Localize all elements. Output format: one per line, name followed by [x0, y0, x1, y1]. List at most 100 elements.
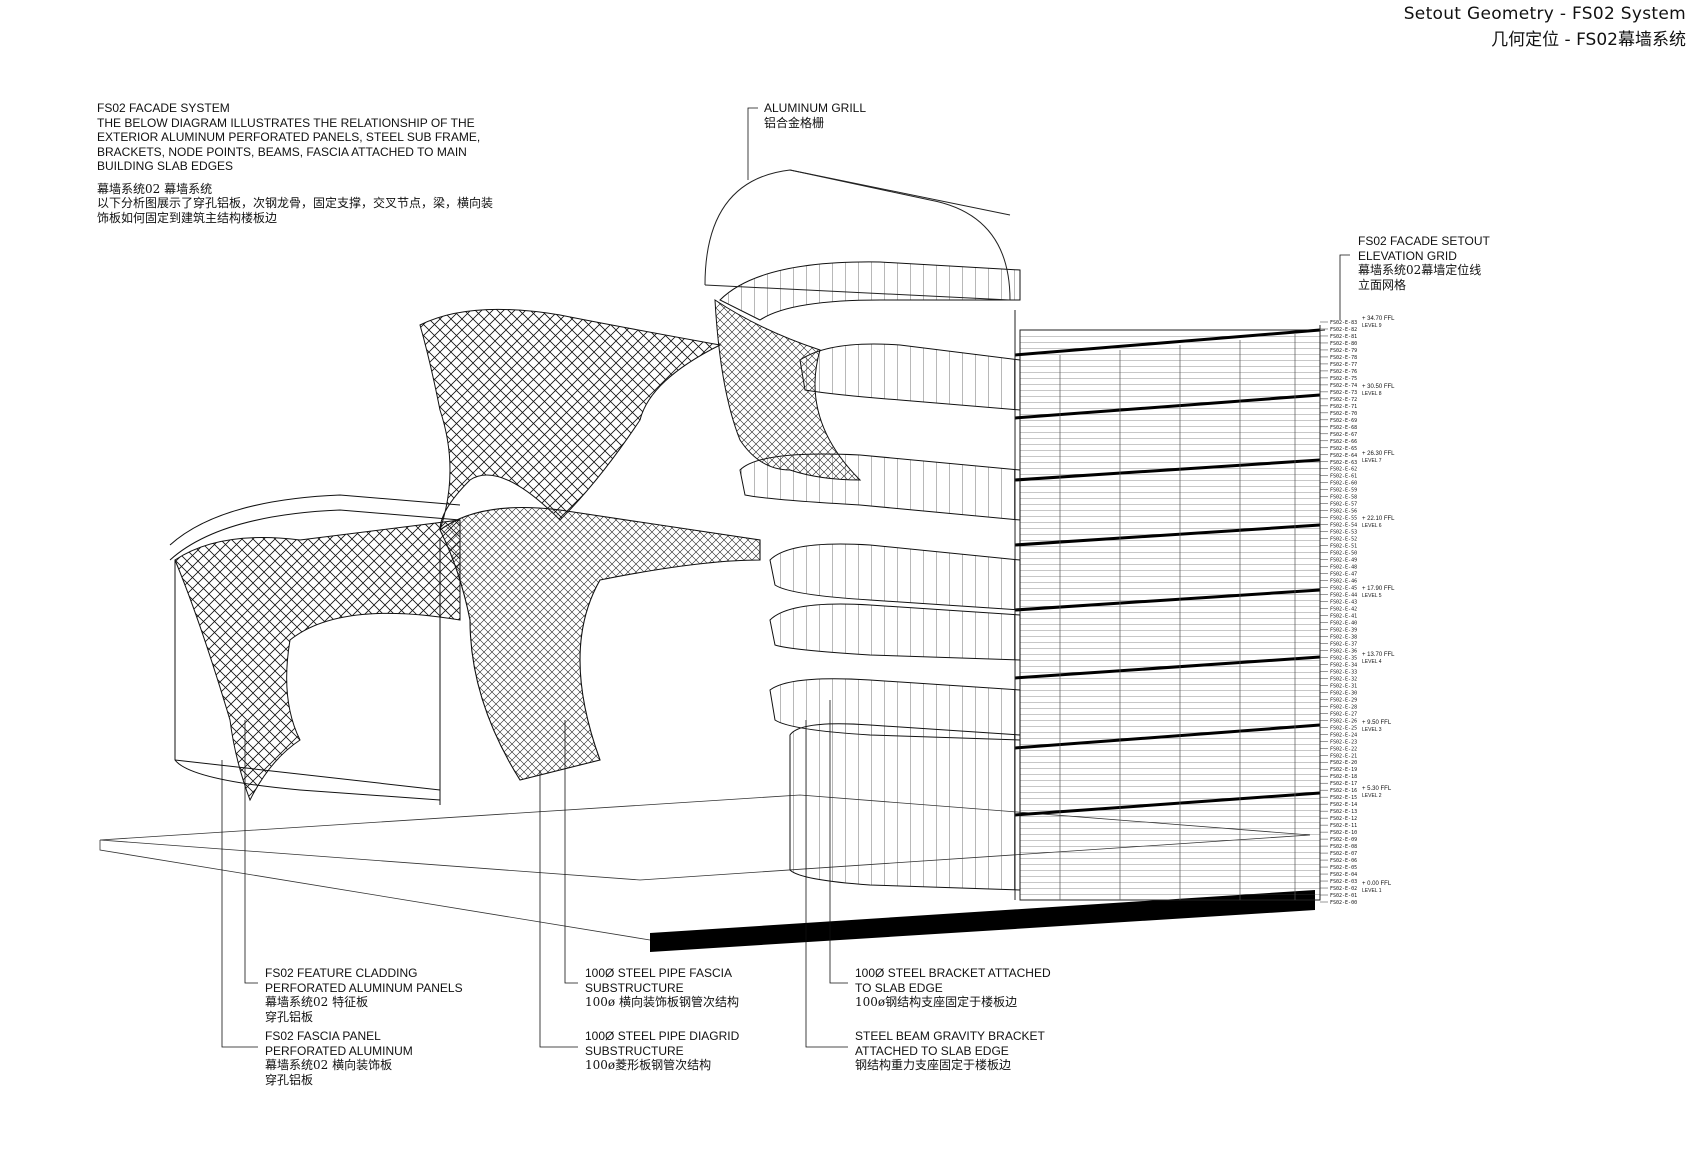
diagrid-lower-left [174, 519, 461, 802]
leader-lines [221, 107, 1350, 1048]
grid-label: FS02-E-06 [1330, 858, 1357, 864]
grid-label: FS02-E-42 [1330, 607, 1357, 613]
ground-plane-lower [99, 840, 651, 941]
level-name: LEVEL 9 [1362, 323, 1382, 329]
grid-label: FS02-E-81 [1330, 334, 1357, 340]
grid-label: FS02-E-32 [1330, 676, 1357, 682]
intro-line: THE BELOW DIAGRAM ILLUSTRATES THE RELATI… [97, 115, 475, 130]
grid-label: FS02-E-73 [1330, 390, 1357, 396]
label-en: TO SLAB EDGE [855, 980, 943, 995]
level-name: LEVEL 1 [1362, 888, 1382, 894]
elevation-grid: FS02-E-83FS02-E-82FS02-E-81FS02-E-80FS02… [1320, 316, 1395, 906]
grid-label: FS02-E-67 [1330, 432, 1357, 438]
intro-line: BUILDING SLAB EDGES [97, 159, 234, 173]
grid-label: FS02-E-62 [1330, 467, 1357, 473]
grid-label: FS02-E-72 [1330, 397, 1357, 403]
grid-label: FS02-E-01 [1330, 893, 1357, 899]
grid-label: FS02-E-59 [1330, 488, 1357, 494]
level-ffl: + 26.30 FFL [1362, 451, 1395, 457]
fascia-bands [719, 261, 1021, 891]
grid-label: FS02-E-66 [1330, 439, 1357, 445]
main-building-block [1014, 310, 1326, 901]
grid-label: FS02-E-51 [1330, 544, 1357, 550]
label-en: PERFORATED ALUMINUM [265, 1043, 413, 1058]
label-en: STEEL BEAM GRAVITY BRACKET [855, 1029, 1045, 1043]
label-en: FS02 FASCIA PANEL [265, 1029, 381, 1043]
grid-label: FS02-E-21 [1330, 753, 1357, 759]
label-gravity-bracket: STEEL BEAM GRAVITY BRACKET ATTACHED TO S… [855, 1029, 1045, 1073]
grid-label: FS02-E-39 [1330, 627, 1357, 633]
grid-label: FS02-E-48 [1330, 565, 1357, 571]
intro-cn-line: 饰板如何固定到建筑主结构楼板边 [97, 210, 278, 225]
level-ffl: + 22.10 FFL [1362, 516, 1395, 522]
grid-label: FS02-E-57 [1330, 502, 1357, 508]
level-ffl: + 0.00 FFL [1362, 881, 1392, 887]
grid-label: FS02-E-12 [1330, 816, 1357, 822]
grid-label: FS02-E-18 [1330, 774, 1357, 780]
grid-label: FS02-E-64 [1330, 453, 1357, 459]
grid-label: FS02-E-15 [1330, 795, 1357, 801]
label-pipe-fascia: 100ø STEEL PIPE FASCIA SUBSTRUCTURE 100ø… [585, 966, 739, 1010]
label-facade-setout-grid: FS02 FACADE SETOUT ELEVATION GRID 幕墙系统02… [1358, 234, 1490, 292]
grid-label: FS02-E-28 [1330, 704, 1357, 710]
grid-label: FS02-E-71 [1330, 404, 1357, 410]
level-ffl: + 34.70 FFL [1362, 316, 1395, 322]
intro-line: EXTERIOR ALUMINUM PERFORATED PANELS, STE… [97, 130, 481, 144]
level-name: LEVEL 4 [1362, 659, 1382, 665]
grid-label: FS02-E-41 [1330, 613, 1357, 619]
level-name: LEVEL 8 [1362, 391, 1382, 397]
grid-label: FS02-E-27 [1330, 711, 1357, 717]
grid-label: FS02-E-47 [1330, 572, 1357, 578]
label-cn: 立面网格 [1358, 277, 1407, 292]
grid-label: FS02-E-23 [1330, 739, 1357, 745]
grid-label: FS02-E-50 [1330, 551, 1357, 557]
grid-label: FS02-E-10 [1330, 830, 1357, 836]
intro-heading: FS02 FACADE SYSTEM [97, 101, 230, 115]
level-name: LEVEL 7 [1362, 458, 1382, 464]
grid-label: FS02-E-54 [1330, 523, 1357, 529]
grid-label: FS02-E-31 [1330, 683, 1357, 689]
grid-label: FS02-E-46 [1330, 579, 1357, 585]
label-en: FS02 FACADE SETOUT [1358, 234, 1490, 248]
level-name: LEVEL 3 [1362, 727, 1382, 733]
intro-line: BRACKETS, NODE POINTS, BEAMS, FASCIA ATT… [97, 144, 467, 159]
level-ffl: + 13.70 FFL [1362, 652, 1395, 658]
grid-label: FS02-E-09 [1330, 837, 1357, 843]
grid-label: FS02-E-52 [1330, 537, 1357, 543]
grid-label: FS02-E-69 [1330, 418, 1357, 424]
grid-label: FS02-E-63 [1330, 460, 1357, 466]
level-ffl: + 9.50 FFL [1362, 720, 1392, 726]
grid-label: FS02-E-26 [1330, 718, 1357, 724]
label-en: SUBSTRUCTURE [585, 1043, 684, 1058]
label-cn: 钢结构重力支座固定于楼板边 [855, 1058, 1012, 1072]
grid-label: FS02-E-61 [1330, 474, 1357, 480]
grid-label: FS02-E-24 [1330, 732, 1357, 738]
level-name: LEVEL 5 [1362, 593, 1382, 599]
grid-label: FS02-E-16 [1330, 788, 1357, 794]
grid-label: FS02-E-08 [1330, 844, 1357, 850]
drawing-title-cn: 几何定位 - FS02幕墙系统 [1491, 30, 1686, 50]
level-ffl: + 5.30 FFL [1362, 786, 1392, 792]
grid-label: FS02-E-80 [1330, 341, 1357, 347]
grid-label: FS02-E-74 [1330, 383, 1357, 389]
grid-label: FS02-E-38 [1330, 634, 1357, 640]
grid-label: FS02-E-58 [1330, 495, 1357, 501]
label-feature-cladding: FS02 FEATURE CLADDING PERFORATED ALUMINU… [265, 966, 463, 1024]
label-en: 100ø STEEL BRACKET ATTACHED [855, 966, 1051, 980]
grid-label: FS02-E-02 [1330, 886, 1357, 892]
grid-label: FS02-E-30 [1330, 690, 1357, 696]
grid-label: FS02-E-75 [1330, 376, 1357, 382]
grid-label: FS02-E-05 [1330, 865, 1357, 871]
grid-label: FS02-E-49 [1330, 558, 1357, 564]
label-en: SUBSTRUCTURE [585, 980, 684, 995]
diagrid-upper-left [419, 308, 722, 531]
intro-cn-line: 以下分析图展示了穿孔铝板，次钢龙骨，固定支撑，交叉节点，梁，横向装 [97, 196, 494, 210]
grid-label: FS02-E-19 [1330, 767, 1357, 773]
grid-label: FS02-E-55 [1330, 516, 1357, 522]
grid-label: FS02-E-83 [1330, 320, 1357, 326]
label-pipe-diagrid: 100ø STEEL PIPE DIAGRID SUBSTRUCTURE 100… [585, 1029, 739, 1073]
intro-cn-heading: 幕墙系统02 幕墙系统 [97, 181, 213, 196]
diagrid-lower-middle [439, 506, 761, 781]
grid-label: FS02-E-00 [1330, 900, 1357, 906]
level-ffl: + 30.50 FFL [1362, 384, 1395, 390]
